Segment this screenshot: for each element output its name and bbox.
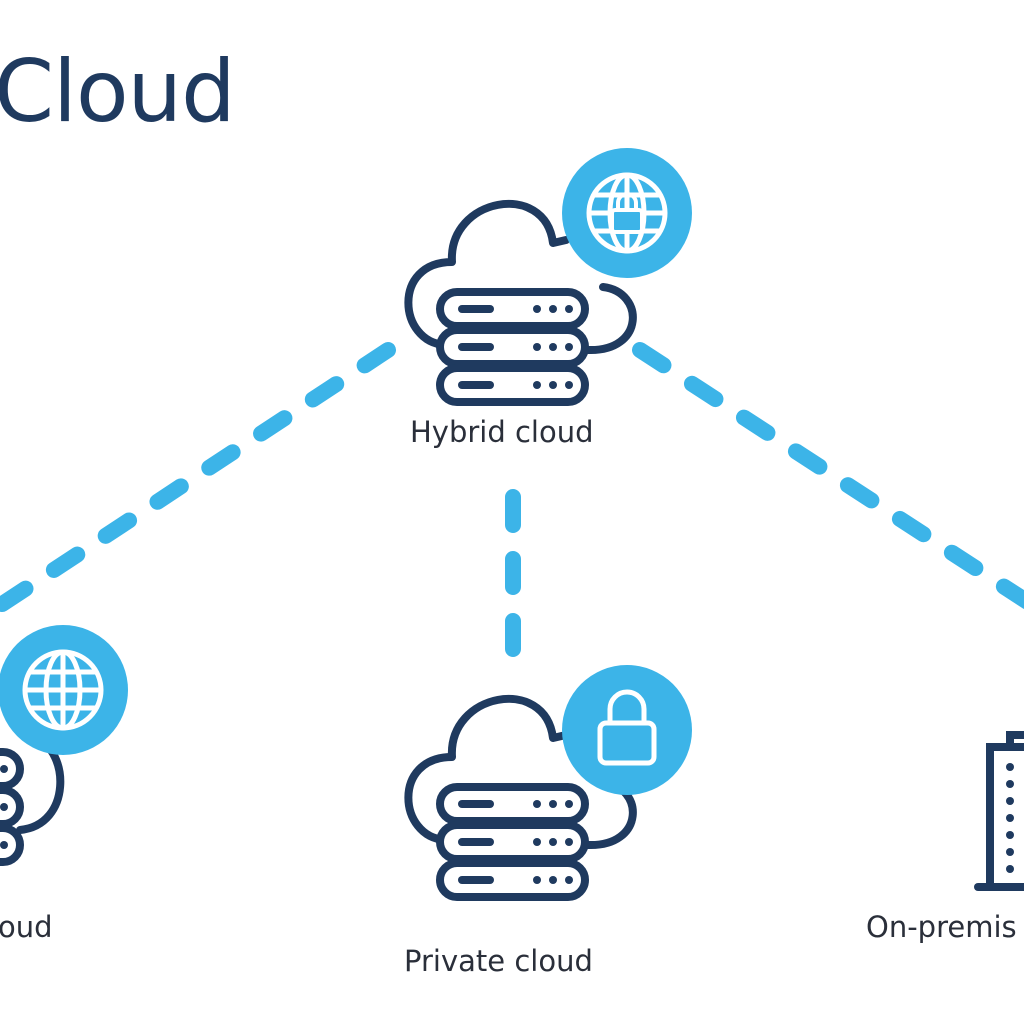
on-premises-label: On-premis (866, 910, 1017, 944)
private-cloud-node (408, 665, 692, 897)
padlock-icon (562, 665, 692, 795)
public-cloud-node (0, 625, 128, 862)
connection-hybrid-public (0, 342, 396, 615)
building-icon (974, 731, 1024, 891)
hybrid-cloud-label: Hybrid cloud (410, 415, 594, 449)
connection-lines (0, 342, 1024, 668)
private-cloud-label: Private cloud (404, 944, 593, 978)
hybrid-cloud-node (408, 148, 692, 402)
connection-hybrid-onprem (632, 342, 1024, 610)
page-title: Cloud (0, 42, 236, 142)
public-cloud-label: oud (0, 910, 53, 944)
